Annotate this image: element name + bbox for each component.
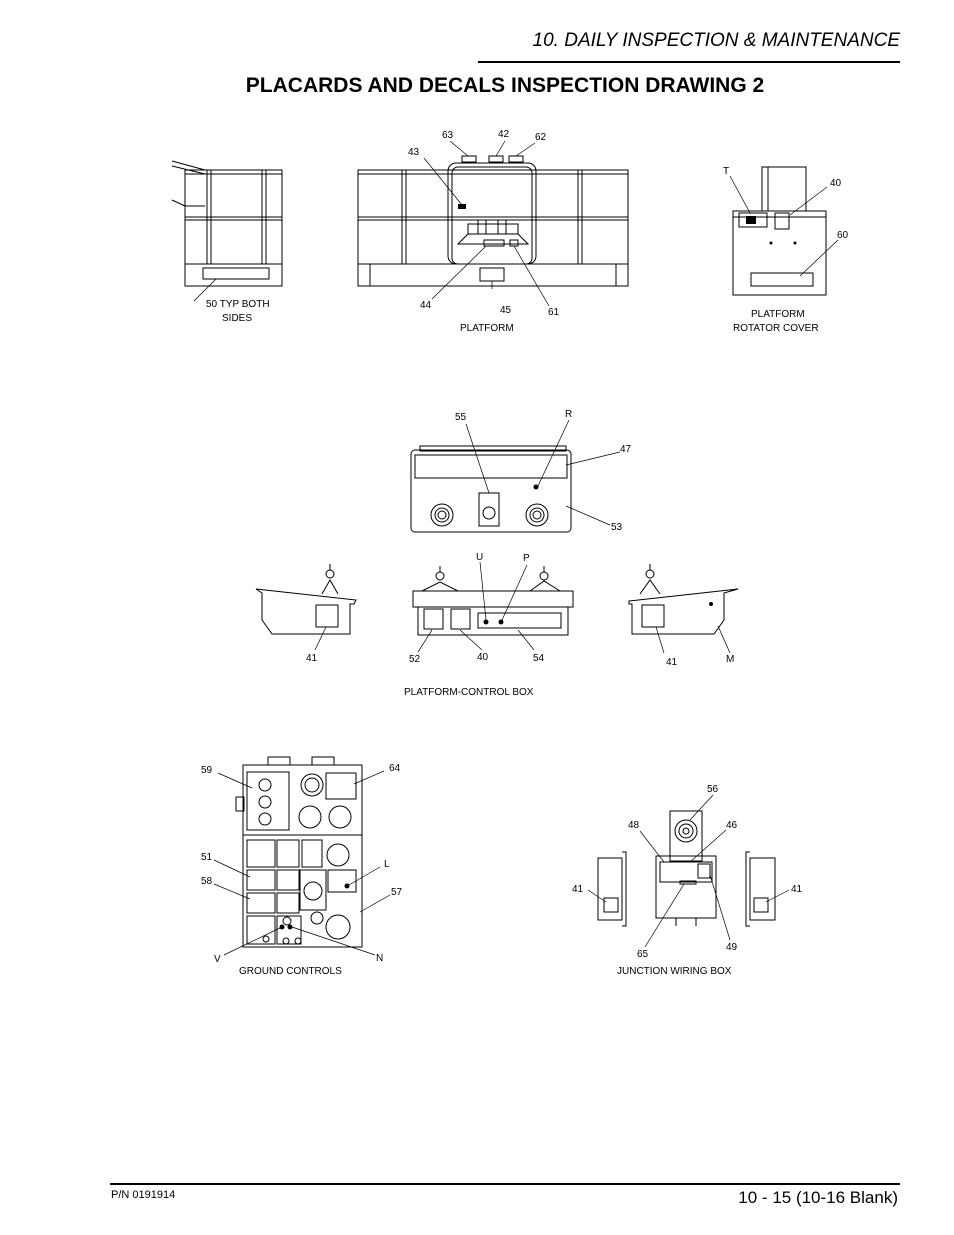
callout-N: N xyxy=(376,953,383,964)
callout-40-rotator: 40 xyxy=(830,178,842,189)
callout-56: 56 xyxy=(707,784,719,795)
platform-side-view xyxy=(171,160,283,302)
page-title: PLACARDS AND DECALS INSPECTION DRAWING 2 xyxy=(245,74,765,97)
platform-front-view xyxy=(357,140,629,307)
page-number: 10 - 15 (10-16 Blank) xyxy=(738,1188,898,1207)
callout-57: 57 xyxy=(391,887,403,898)
caption-junction-box: JUNCTION WIRING BOX xyxy=(617,966,732,977)
ground-controls xyxy=(213,756,391,956)
callout-43: 43 xyxy=(408,147,420,158)
caption-platform: PLATFORM xyxy=(460,323,514,334)
callout-59: 59 xyxy=(201,765,213,776)
caption-rotator-2: ROTATOR COVER xyxy=(733,323,819,334)
callout-M: M xyxy=(726,654,734,665)
caption-control-box: PLATFORM-CONTROL BOX xyxy=(404,687,534,698)
callout-53: 53 xyxy=(611,522,623,533)
callout-54: 54 xyxy=(533,653,545,664)
footer-rule xyxy=(110,1183,900,1185)
callout-U: U xyxy=(476,552,483,563)
callout-64: 64 xyxy=(389,763,401,774)
callout-58: 58 xyxy=(201,876,213,887)
callout-41-junction-right: 41 xyxy=(791,884,803,895)
caption-side-50b: SIDES xyxy=(222,313,252,324)
callout-R: R xyxy=(565,409,572,420)
part-number: P/N 0191914 xyxy=(111,1189,176,1201)
caption-ground-controls: GROUND CONTROLS xyxy=(239,966,342,977)
control-box-front xyxy=(412,561,574,653)
caption-side-50: 50 TYP BOTH xyxy=(206,299,270,310)
callout-49: 49 xyxy=(726,942,738,953)
callout-46: 46 xyxy=(726,820,738,831)
callout-63: 63 xyxy=(442,130,454,141)
control-box-right xyxy=(628,564,739,654)
callout-48: 48 xyxy=(628,820,640,831)
control-box-left xyxy=(255,564,357,651)
header-rule xyxy=(478,61,900,63)
callout-51: 51 xyxy=(201,852,213,863)
platform-rotator-cover xyxy=(729,166,839,296)
callout-41-right: 41 xyxy=(666,657,678,668)
callout-V: V xyxy=(214,954,221,965)
junction-wiring-box xyxy=(587,794,790,948)
callout-61: 61 xyxy=(548,307,560,318)
callout-40-box: 40 xyxy=(477,652,489,663)
control-box-top xyxy=(410,419,621,533)
callout-41-junction-left: 41 xyxy=(572,884,584,895)
callout-P: P xyxy=(523,553,530,564)
caption-rotator-1: PLATFORM xyxy=(751,309,805,320)
callout-41-left: 41 xyxy=(306,653,318,664)
callout-55: 55 xyxy=(455,412,467,423)
callout-47: 47 xyxy=(620,444,632,455)
callout-62: 62 xyxy=(535,132,547,143)
callout-L: L xyxy=(384,859,390,870)
callout-52: 52 xyxy=(409,654,421,665)
callout-60: 60 xyxy=(837,230,849,241)
callout-45: 45 xyxy=(500,305,512,316)
callout-65: 65 xyxy=(637,949,649,960)
callout-42: 42 xyxy=(498,129,510,140)
section-header: 10. DAILY INSPECTION & MAINTENANCE xyxy=(532,30,900,51)
callout-44: 44 xyxy=(420,300,432,311)
callout-T: T xyxy=(723,166,729,177)
